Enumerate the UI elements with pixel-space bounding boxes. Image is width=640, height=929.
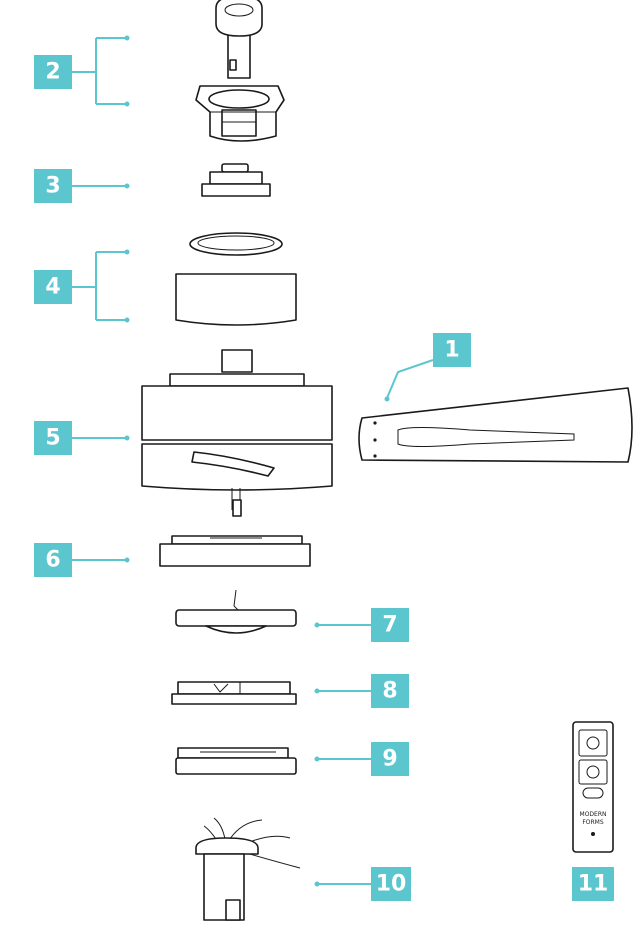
mounting-plate-part bbox=[172, 682, 296, 704]
callout-6-label: 6 bbox=[45, 548, 60, 573]
remote-control-part: MODERN FORMS bbox=[573, 722, 613, 852]
downrod-part bbox=[216, 0, 262, 78]
callout-2-label: 2 bbox=[45, 60, 60, 85]
remote-brand-line1: MODERN bbox=[580, 811, 607, 818]
remote-brand-line2: FORMS bbox=[582, 819, 604, 826]
callout-9-dot bbox=[315, 757, 320, 762]
callout-1-dot bbox=[385, 397, 390, 402]
callout-7-label: 7 bbox=[382, 613, 397, 638]
callout-5-dot bbox=[125, 436, 130, 441]
callout-3: 3 bbox=[34, 169, 130, 203]
callout-2-bracket bbox=[72, 38, 126, 104]
callout-10-label: 10 bbox=[376, 872, 407, 897]
callout-7-dot bbox=[315, 623, 320, 628]
callout-1: 1 bbox=[385, 333, 472, 402]
callout-7: 7 bbox=[315, 608, 410, 642]
callout-10-dot bbox=[315, 882, 320, 887]
receiver-part bbox=[196, 818, 300, 920]
glass-diffuser-part bbox=[176, 748, 296, 774]
callout-4-dot-bottom bbox=[125, 318, 130, 323]
callout-9: 9 bbox=[315, 742, 410, 776]
callout-2: 2 bbox=[34, 36, 130, 107]
callout-4-bracket bbox=[72, 252, 126, 320]
callout-4-dot-top bbox=[125, 250, 130, 255]
callout-8: 8 bbox=[315, 674, 410, 708]
callout-4-label: 4 bbox=[45, 275, 60, 300]
callout-11-label: 11 bbox=[578, 872, 609, 897]
canopy-ring-part bbox=[190, 233, 282, 255]
callout-6: 6 bbox=[34, 543, 130, 577]
callout-1-leader bbox=[387, 360, 433, 398]
downrod-ball bbox=[216, 0, 262, 36]
callout-4: 4 bbox=[34, 250, 130, 323]
callout-11: 11 bbox=[572, 867, 614, 901]
canopy-cover-part bbox=[176, 274, 296, 325]
callout-5: 5 bbox=[34, 421, 130, 455]
motor-housing-part bbox=[142, 350, 332, 516]
switch-housing-part bbox=[160, 536, 310, 566]
light-kit-part bbox=[176, 590, 296, 633]
callout-8-dot bbox=[315, 689, 320, 694]
canopy-cap-part bbox=[202, 164, 270, 196]
hanger-bracket-part bbox=[196, 86, 284, 141]
callout-6-dot bbox=[125, 558, 130, 563]
callout-5-label: 5 bbox=[45, 426, 60, 451]
callout-2-dot-top bbox=[125, 36, 130, 41]
callout-3-dot bbox=[125, 184, 130, 189]
callout-8-label: 8 bbox=[382, 679, 397, 704]
callout-1-label: 1 bbox=[444, 338, 459, 363]
callout-9-label: 9 bbox=[382, 747, 397, 772]
callout-2-dot-bottom bbox=[125, 102, 130, 107]
callout-10: 10 bbox=[315, 867, 412, 901]
blade-part bbox=[359, 388, 632, 462]
callout-3-label: 3 bbox=[45, 174, 60, 199]
